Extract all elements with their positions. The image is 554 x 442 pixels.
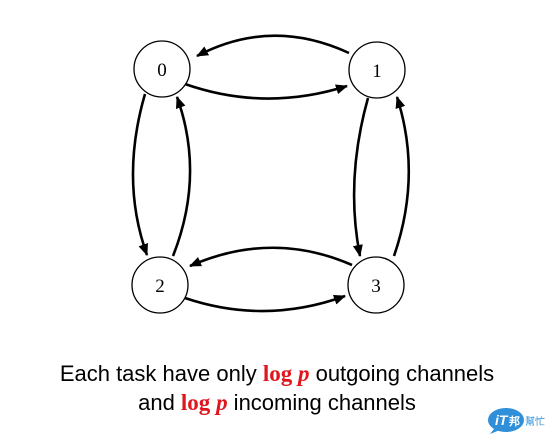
math-log: log xyxy=(180,390,211,415)
caption-line-1-suffix: outgoing channels xyxy=(309,361,495,386)
logo-text-side: 幫忙 xyxy=(525,415,545,428)
caption-line-2-suffix: incoming channels xyxy=(227,390,416,415)
node-0: 0 xyxy=(133,40,191,98)
math-log: log xyxy=(262,361,293,386)
edge-1-to-0 xyxy=(196,34,350,58)
math-log-p-1: log p xyxy=(263,361,310,386)
caption-line-1-prefix: Each task have only xyxy=(59,361,263,386)
edge-0-to-1 xyxy=(184,82,348,100)
edge-3-to-2 xyxy=(189,246,353,268)
edge-1-to-3 xyxy=(352,97,370,257)
node-3-label: 3 xyxy=(371,276,381,297)
logo-bubble-tail-icon xyxy=(490,429,500,434)
math-var-p: p xyxy=(216,390,228,415)
logo-text-main: iT xyxy=(495,412,509,428)
edge-3-to-1 xyxy=(392,96,411,257)
math-var-p: p xyxy=(297,361,310,386)
node-2: 2 xyxy=(131,256,189,314)
caption-line-1: Each task have only log p outgoing chann… xyxy=(0,360,554,388)
edge-2-to-0 xyxy=(171,96,192,257)
node-0-label: 0 xyxy=(157,60,167,81)
caption-line-2: and log p incoming channels xyxy=(0,389,554,417)
ithome-logo: iT 邦 幫忙 xyxy=(488,408,545,434)
caption-line-2-prefix: and xyxy=(138,390,181,415)
logo-text-sub: 邦 xyxy=(509,414,520,428)
node-2-label: 2 xyxy=(155,276,165,297)
edge-2-to-3 xyxy=(184,294,346,313)
node-3: 3 xyxy=(347,256,405,314)
logo-bubble-icon xyxy=(488,408,524,432)
node-1-label: 1 xyxy=(372,61,382,82)
edge-0-to-2 xyxy=(131,93,149,256)
math-log-p-2: log p xyxy=(181,390,228,415)
node-1: 1 xyxy=(348,41,406,99)
